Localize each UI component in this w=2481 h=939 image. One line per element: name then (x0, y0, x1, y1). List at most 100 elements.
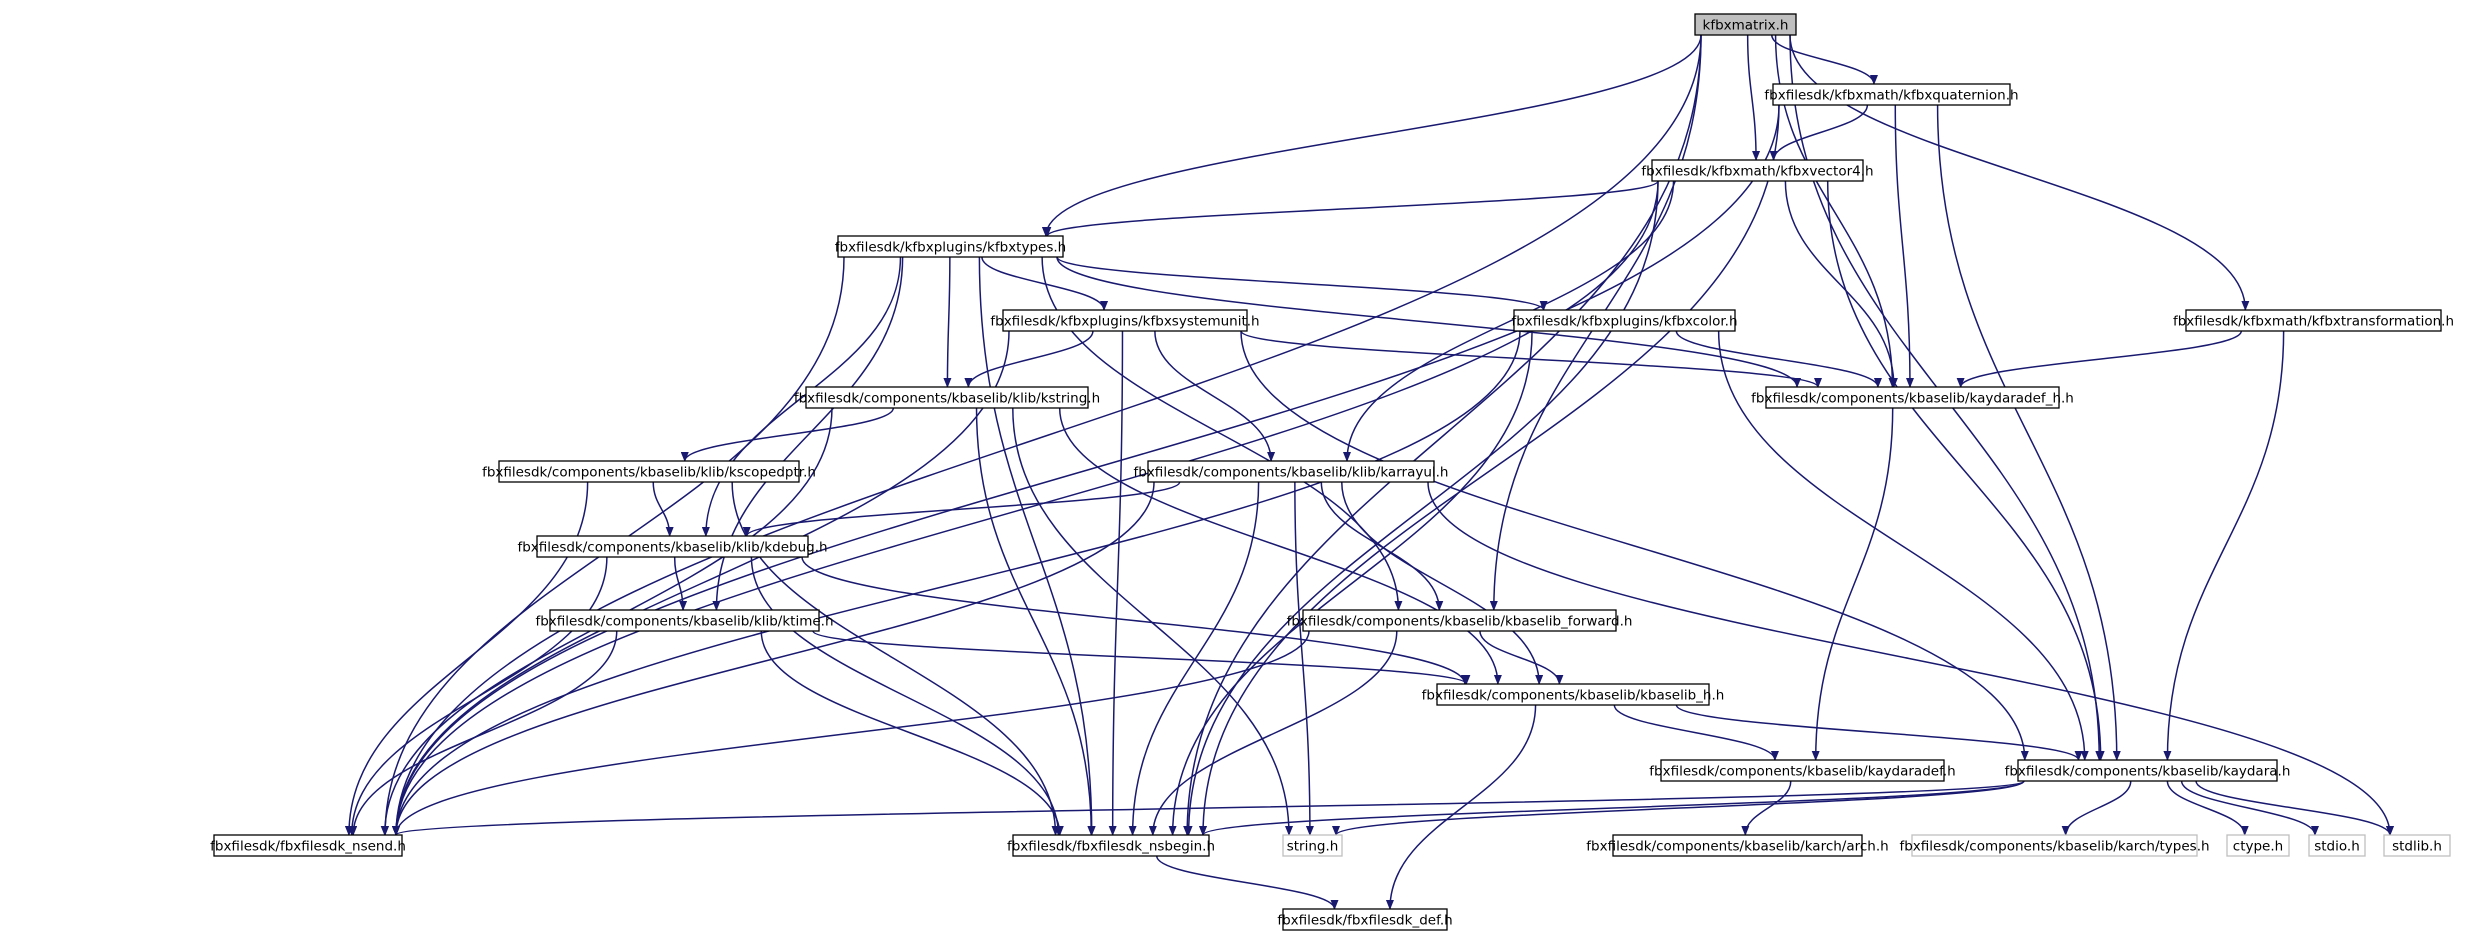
edge-kstring-to-string_h (1012, 407, 1293, 836)
edge-kfbxmatrix-to-kfbxvector4 (1746, 34, 1761, 161)
node-box-kfbxtransformation (2185, 309, 2442, 332)
edge-layer (344, 34, 2394, 910)
edge-kdebug-to-nsend (347, 556, 608, 836)
node-label-karrayul: fbxfilesdk/components/kbaselib/klib/karr… (1134, 465, 1449, 481)
edge-kdebug-to-nsbegin (750, 556, 1063, 836)
edge-karrayul-to-kdebug (742, 481, 1181, 537)
node-label-stdio: stdio.h (2314, 839, 2360, 855)
node-box-stdlib (2383, 834, 2451, 857)
node-box-kdebug (536, 535, 809, 558)
node-box-arch (1612, 834, 1863, 857)
edge-karrayul-to-nsend (392, 481, 1155, 836)
node-label-fbxdef: fbxfilesdk/fbxfilesdk_def.h (1277, 913, 1452, 929)
node-kbaselib_h[interactable]: fbxfilesdk/components/kbaselib/kbaselib_… (1422, 683, 1725, 706)
node-stdio: stdio.h (2308, 834, 2366, 857)
edge-kstring-to-kscopedptr (680, 407, 895, 462)
edge-kaydaradef_h-to-kaydaradef (1811, 407, 1894, 761)
node-kfbxtypes[interactable]: fbxfilesdk/kfbxplugins/kfbxtypes.h (835, 235, 1066, 258)
edge-kfbxmatrix-to-nsend (392, 34, 1702, 836)
node-box-kfbxcolor (1513, 309, 1736, 332)
node-kfbxmatrix[interactable]: kfbxmatrix.h (1694, 13, 1797, 36)
edge-karrayul-to-string_h (1294, 481, 1314, 836)
node-box-kaydaradef (1660, 759, 1945, 782)
node-types_h: fbxfilesdk/components/kbaselib/karch/typ… (1899, 834, 2210, 857)
node-arch[interactable]: fbxfilesdk/components/kbaselib/karch/arc… (1586, 834, 1889, 857)
edge-kfbxvector4-to-kaydara (1826, 180, 2105, 761)
node-kaydaradef[interactable]: fbxfilesdk/components/kbaselib/kaydarade… (1649, 759, 1956, 782)
node-box-fbxdef (1282, 908, 1448, 931)
node-karrayul[interactable]: fbxfilesdk/components/kbaselib/klib/karr… (1134, 460, 1449, 483)
edge-kbaselib_forward-to-nsend (392, 630, 1310, 836)
edge-kfbxquaternion-to-kaydaradef_h (1894, 104, 1914, 388)
node-label-string_h: string.h (1287, 839, 1339, 855)
node-layer: kfbxmatrix.h fbxfilesdk/kfbxmath/kfbxquat… (210, 13, 2454, 931)
node-label-kfbxcolor: fbxfilesdk/kfbxplugins/kfbxcolor.h (1511, 314, 1737, 330)
edge-karrayul-to-nsbegin (1128, 481, 1260, 836)
edge-kfbxcolor-to-kaydaradef_h (1675, 330, 1882, 388)
node-label-kbaselib_forward: fbxfilesdk/components/kbaselib/kbaselib_… (1287, 614, 1633, 630)
node-ktime[interactable]: fbxfilesdk/components/kbaselib/klib/ktim… (535, 609, 834, 632)
node-label-ktime: fbxfilesdk/components/kbaselib/klib/ktim… (535, 614, 833, 630)
node-box-stdio (2308, 834, 2366, 857)
edge-kfbxsystemunit-to-kaydara (1240, 330, 2029, 761)
node-kdebug[interactable]: fbxfilesdk/components/kbaselib/klib/kdeb… (517, 535, 828, 558)
node-box-kaydara (2017, 759, 2278, 782)
node-nsend[interactable]: fbxfilesdk/fbxfilesdk_nsend.h (210, 834, 406, 857)
node-label-kstring: fbxfilesdk/components/kbaselib/klib/kstr… (794, 391, 1100, 407)
node-kbaselib_forward[interactable]: fbxfilesdk/components/kbaselib/kbaselib_… (1287, 609, 1633, 632)
edge-kfbxmatrix-to-kfbxtransformation (1789, 34, 2250, 311)
node-box-kbaselib_h (1436, 683, 1710, 706)
edge-kdebug-to-ktime (673, 556, 688, 611)
edge-ktime-to-nsbegin (760, 630, 1064, 836)
edge-kbaselib_forward-to-nsbegin (1148, 630, 1398, 836)
edge-kfbxtransformation-to-kaydara (2163, 330, 2285, 761)
edge-kaydara-to-nsbegin (1199, 780, 2025, 836)
node-label-kfbxmatrix: kfbxmatrix.h (1703, 18, 1789, 34)
node-kfbxquaternion[interactable]: fbxfilesdk/kfbxmath/kfbxquaternion.h (1764, 83, 2019, 106)
node-box-kaydaradef_h (1765, 386, 2060, 409)
edge-kfbxquaternion-to-kaydara (1936, 104, 2121, 761)
node-kfbxvector4[interactable]: fbxfilesdk/kfbxmath/kfbxvector4.h (1641, 159, 1874, 182)
node-kscopedptr[interactable]: fbxfilesdk/components/kbaselib/klib/ksco… (482, 460, 816, 483)
edge-kbaselib_h-to-fbxdef (1385, 704, 1537, 910)
edge-kfbxcolor-to-nsbegin (1168, 330, 1533, 836)
node-label-kaydaradef_h: fbxfilesdk/components/kbaselib/kaydarade… (1751, 391, 2074, 407)
node-kfbxsystemunit[interactable]: fbxfilesdk/kfbxplugins/kfbxsystemunit.h (990, 309, 1260, 332)
node-label-arch: fbxfilesdk/components/kbaselib/karch/arc… (1586, 839, 1888, 855)
node-kfbxcolor[interactable]: fbxfilesdk/kfbxplugins/kfbxcolor.h (1511, 309, 1738, 332)
node-kfbxtransformation[interactable]: fbxfilesdk/kfbxmath/kfbxtransformation.h (2173, 309, 2454, 332)
node-label-kaydara: fbxfilesdk/components/kbaselib/kaydara.h (2005, 764, 2291, 780)
node-box-types_h (1911, 834, 2198, 857)
node-box-kstring (805, 386, 1089, 409)
edge-kfbxquaternion-to-nsend (392, 104, 1780, 836)
node-label-kscopedptr: fbxfilesdk/components/kbaselib/klib/ksco… (482, 465, 816, 481)
edge-kfbxtypes-to-kstring (943, 256, 952, 388)
node-label-kfbxsystemunit: fbxfilesdk/kfbxplugins/kfbxsystemunit.h (990, 314, 1259, 330)
edge-kaydaradef-to-arch (1741, 780, 1792, 836)
node-stdlib: stdlib.h (2383, 834, 2451, 857)
edge-kaydara-to-string_h (1332, 780, 2025, 836)
node-label-stdlib: stdlib.h (2392, 839, 2442, 855)
edge-kaydara-to-ctype (2166, 780, 2249, 836)
edge-kdebug-to-kbaselib_h (801, 556, 1469, 685)
edge-kfbxcolor-to-nsend (392, 330, 1521, 836)
edge-kbaselib_h-to-kaydara (1675, 704, 2083, 761)
node-label-nsbegin: fbxfilesdk/fbxfilesdk_nsbegin.h (1007, 839, 1215, 855)
node-label-kfbxquaternion: fbxfilesdk/kfbxmath/kfbxquaternion.h (1764, 88, 2018, 104)
node-kaydaradef_h[interactable]: fbxfilesdk/components/kbaselib/kaydarade… (1751, 386, 2074, 409)
node-box-string_h (1282, 834, 1343, 857)
edge-kaydara-to-types_h (2061, 780, 2132, 836)
edge-kfbxmatrix-to-kfbxtypes (1041, 34, 1702, 237)
node-fbxdef[interactable]: fbxfilesdk/fbxfilesdk_def.h (1277, 908, 1453, 931)
edge-kaydara-to-stdio (2180, 780, 2319, 836)
edge-karrayul-to-stdlib (1427, 481, 2394, 836)
node-ctype: ctype.h (2226, 834, 2290, 857)
node-box-kscopedptr (498, 460, 800, 483)
edge-kbaselib_h-to-kaydaradef (1613, 704, 1779, 761)
node-nsbegin[interactable]: fbxfilesdk/fbxfilesdk_nsbegin.h (1007, 834, 1215, 857)
node-box-kfbxtypes (837, 235, 1064, 258)
node-kaydara[interactable]: fbxfilesdk/components/kbaselib/kaydara.h (2005, 759, 2291, 782)
node-kstring[interactable]: fbxfilesdk/components/kbaselib/klib/kstr… (794, 386, 1100, 409)
edge-kaydara-to-nsend (392, 780, 2025, 836)
